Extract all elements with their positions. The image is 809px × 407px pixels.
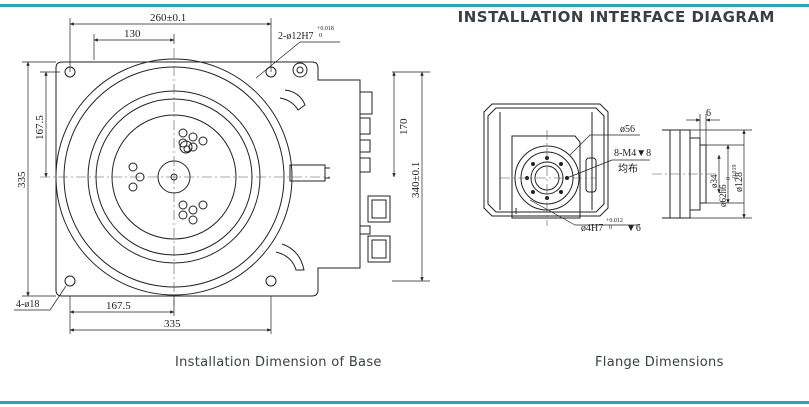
dim-bottom-partial: 167.5 [106,300,131,312]
dim-flange-d34: ø34 [709,174,719,188]
dim-left-overall: 335 [16,171,28,188]
base-view-caption: Installation Dimension of Base [175,355,382,370]
flange-view-caption: Flange Dimensions [595,355,724,370]
dim-flange-pin-tol-low: 0 [609,225,612,231]
cable-box-lower [367,235,391,263]
dim-left-partial: 167.5 [34,115,46,140]
dim-bottom-overall: 335 [164,318,181,330]
flange-front-drawing [483,103,609,219]
dim-flange-d62-tol-up: 0 [726,177,732,180]
dim-flange-pin-depth: ▼6 [626,223,641,234]
dim-flange-d56: ø56 [620,124,635,135]
dim-flange-pin-tol-up: +0.012 [606,218,623,224]
dim-top-partial: 130 [124,28,141,40]
dim-right-partial: 170 [398,118,410,135]
base-plate-outline [55,61,361,297]
dim-flange-d62: ø62h6 [718,184,728,207]
page-title: INSTALLATION INTERFACE DIAGRAM [457,8,775,26]
dim-flange-even: 均布 [618,163,638,175]
top-accent-line [0,4,809,7]
dim-top-overall: 260±0.1 [150,12,186,24]
cable-box-upper [367,195,391,223]
flange-leaders [529,134,650,226]
dim-flange-depth6: 6 [706,108,711,119]
dim-flange-pin-hole: ø4H7 [581,223,603,234]
dim-pin-tol-up: +0.018 [317,26,334,32]
dim-flange-d128: ø128 [734,172,745,192]
pin-hole-top [292,62,308,78]
dim-flange-thread: 8-M4▼8 [614,148,651,159]
dim-pin-tol-low: 0 [319,33,322,39]
flange-side-dims [686,114,752,219]
dim-bolt-holes: 4-ø18 [16,299,39,310]
side-connector [289,164,326,182]
bottom-accent-line [0,401,809,404]
dim-pin-hole: 2-ø12H7 [278,31,314,42]
bolt-hole-br [265,275,277,287]
dim-flange-d62-tol-low: -0.019 [732,165,738,181]
dim-right-overall: 340±0.1 [410,162,422,198]
base-view-drawing [55,58,391,297]
bolt-hole-bl [64,275,76,287]
base-dimension-lines [14,18,430,334]
